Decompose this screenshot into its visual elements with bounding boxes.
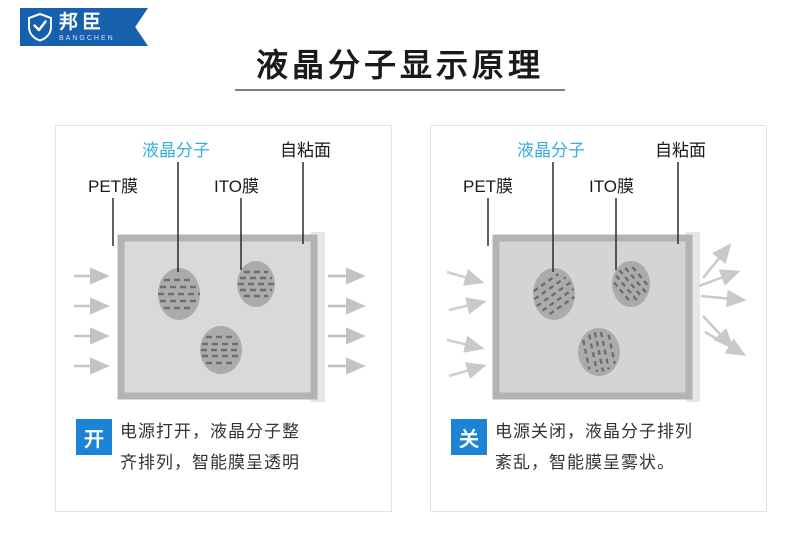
caption-on-line1: 电源打开，液晶分子整 bbox=[120, 422, 300, 441]
caption-on-line2: 齐排列，智能膜呈透明 bbox=[120, 453, 300, 472]
caption-on: 电源打开，液晶分子整 齐排列，智能膜呈透明 bbox=[120, 416, 300, 478]
label-ito-film: ITO膜 bbox=[214, 177, 260, 196]
label-pet-film: PET膜 bbox=[88, 177, 139, 196]
outgoing-light-arrows bbox=[328, 267, 366, 375]
shield-icon bbox=[28, 12, 52, 42]
label-adhesive-side: 自粘面 bbox=[280, 141, 331, 160]
diagram-off-svg bbox=[446, 162, 747, 402]
incoming-light-arrows bbox=[446, 269, 487, 379]
label-lc-molecule: 液晶分子 bbox=[517, 141, 585, 160]
panel-power-on: 液晶分子 自粘面 PET膜 ITO膜 开 电源打开，液晶分子整 齐排列，智能膜呈… bbox=[55, 125, 392, 512]
scattered-light-arrows bbox=[698, 243, 747, 356]
label-lc-molecule: 液晶分子 bbox=[142, 141, 210, 160]
brand-logo: 邦臣 BANGCHEN bbox=[20, 8, 148, 46]
leader-lines bbox=[112, 162, 304, 272]
film-rect bbox=[117, 234, 318, 400]
caption-off-line1: 电源关闭，液晶分子排列 bbox=[495, 422, 693, 441]
page-title: 液晶分子显示原理 bbox=[255, 47, 544, 83]
panel-power-off: 液晶分子 自粘面 PET膜 ITO膜 关 电源关闭，液晶分子排列 紊乱，智能膜呈… bbox=[430, 125, 767, 512]
title-underline bbox=[235, 89, 565, 91]
label-pet-film: PET膜 bbox=[463, 177, 514, 196]
brand-subtitle: BANGCHEN bbox=[59, 34, 115, 42]
brand-name: 邦臣 bbox=[59, 11, 106, 33]
film-rect bbox=[492, 234, 693, 400]
incoming-light-arrows bbox=[74, 267, 110, 375]
leader-lines bbox=[487, 162, 679, 272]
power-on-badge: 开 bbox=[76, 419, 112, 455]
power-off-badge: 关 bbox=[451, 419, 487, 455]
caption-off-line2: 紊乱，智能膜呈雾状。 bbox=[495, 453, 675, 472]
lc-droplets-disordered bbox=[532, 261, 650, 376]
caption-off: 电源关闭，液晶分子排列 紊乱，智能膜呈雾状。 bbox=[495, 416, 693, 478]
diagram-on-svg bbox=[74, 162, 366, 402]
label-adhesive-side: 自粘面 bbox=[655, 141, 706, 160]
lc-droplets-aligned bbox=[158, 261, 275, 374]
label-ito-film: ITO膜 bbox=[589, 177, 635, 196]
